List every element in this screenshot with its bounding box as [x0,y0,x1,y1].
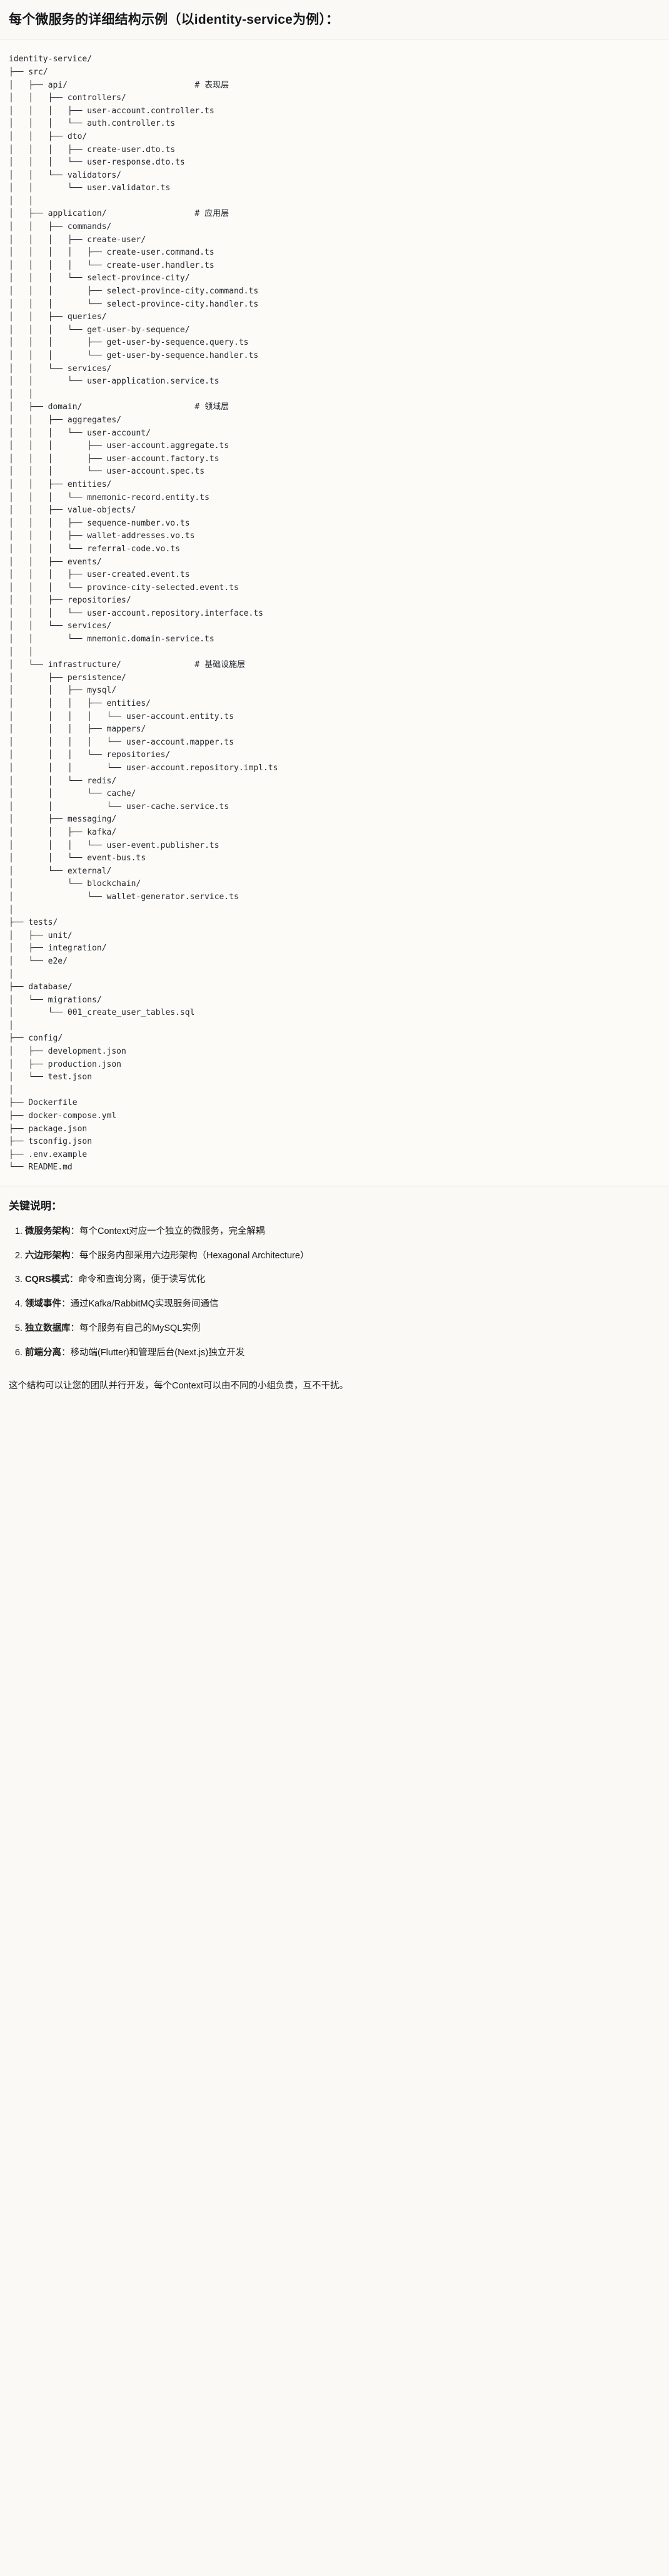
note-term: 领域事件 [25,1299,61,1310]
list-item: 微服务架构：每个Context对应一个独立的微服务，完全解耦 [25,1225,660,1239]
note-text: ：每个服务内部采用六边形架构（Hexagonal Architecture） [70,1250,309,1261]
list-item: CQRS模式：命令和查询分离，便于读写优化 [25,1273,660,1287]
note-text: ：命令和查询分离，便于读写优化 [69,1275,206,1285]
note-term: 前端分离 [25,1347,61,1358]
page-title: 每个微服务的详细结构示例（以identity-service为例）： [9,13,340,27]
list-item: 独立数据库：每个服务有自己的MySQL实例 [25,1322,660,1336]
key-notes-title: 关键说明： [9,1200,62,1212]
closing-paragraph: 这个结构可以让您的团队并行开发，每个Context可以由不同的小组负责，互不干扰… [9,1381,348,1392]
key-notes-list: 微服务架构：每个Context对应一个独立的微服务，完全解耦 六边形架构：每个服… [9,1225,660,1360]
note-text: ：通过Kafka/RabbitMQ实现服务间通信 [61,1299,219,1310]
directory-tree-block: identity-service/ ├── src/ │ ├── api/ # … [0,39,669,1186]
list-item: 前端分离：移动端(Flutter)和管理后台(Next.js)独立开发 [25,1347,660,1360]
note-text: ：每个Context对应一个独立的微服务，完全解耦 [70,1226,265,1236]
list-item: 六边形架构：每个服务内部采用六边形架构（Hexagonal Architectu… [25,1250,660,1263]
note-term: 六边形架构 [25,1250,71,1261]
document-page: 每个微服务的详细结构示例（以identity-service为例）： ident… [0,0,669,1407]
key-notes-section: 关键说明： 微服务架构：每个Context对应一个独立的微服务，完全解耦 六边形… [0,1186,669,1377]
note-term: 微服务架构 [25,1226,71,1236]
note-term: CQRS模式 [25,1275,69,1285]
list-item: 领域事件：通过Kafka/RabbitMQ实现服务间通信 [25,1298,660,1311]
note-text: ：移动端(Flutter)和管理后台(Next.js)独立开发 [61,1347,245,1358]
note-term: 独立数据库 [25,1323,71,1333]
directory-tree: identity-service/ ├── src/ │ ├── api/ # … [9,54,278,1173]
note-text: ：每个服务有自己的MySQL实例 [70,1323,201,1333]
